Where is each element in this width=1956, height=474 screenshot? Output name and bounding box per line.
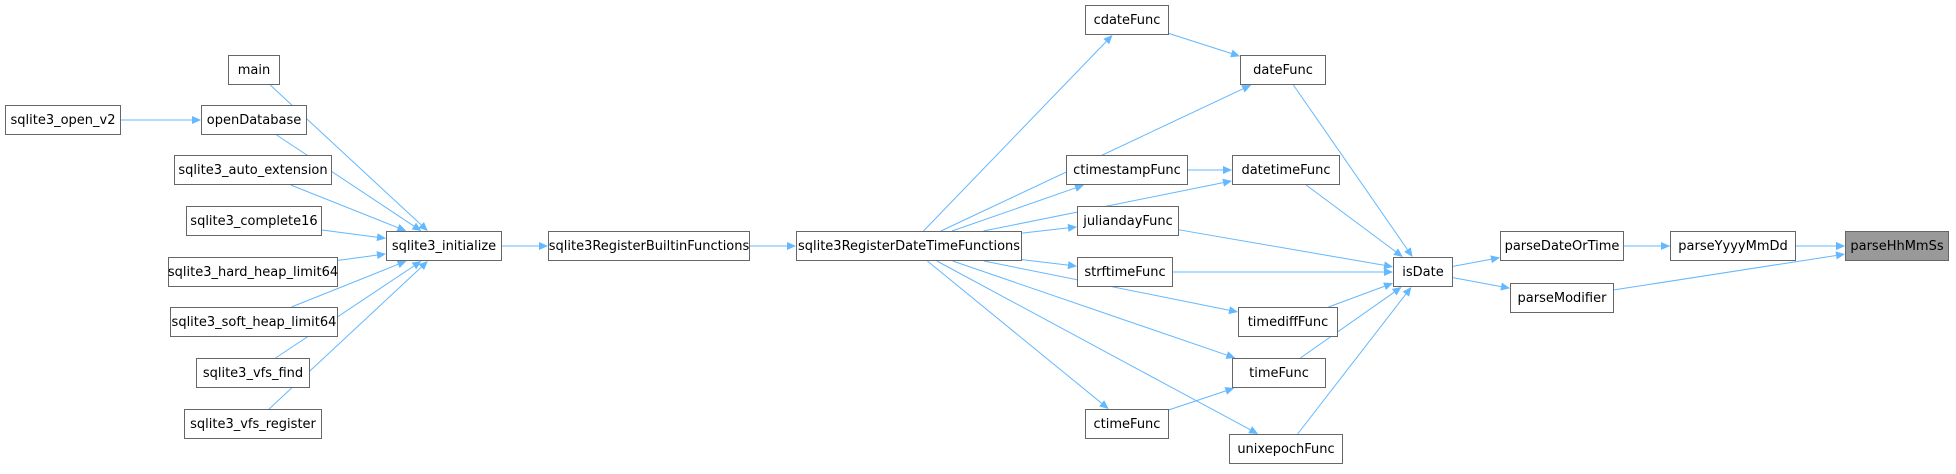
edge-arrowhead-sqlite3RegisterDateTimeFunctions-to-unixepochFunc bbox=[1248, 426, 1259, 434]
edge-arrowhead-ctimeFunc-to-timeFunc bbox=[1224, 387, 1235, 395]
edge-arrowhead-sqlite3_complete16-to-sqlite3_initialize bbox=[376, 233, 386, 242]
edge-juliandayFunc-to-isDate bbox=[1178, 229, 1385, 266]
edge-datetimeFunc-to-isDate bbox=[1305, 184, 1396, 253]
edge-sqlite3RegisterDateTimeFunctions-to-timeFunc bbox=[952, 260, 1227, 356]
edge-sqlite3RegisterDateTimeFunctions-to-juliandayFunc bbox=[1021, 227, 1069, 234]
edge-sqlite3RegisterDateTimeFunctions-to-ctimeFunc bbox=[927, 260, 1102, 404]
edge-arrowhead-timeFunc-to-isDate bbox=[1391, 287, 1402, 296]
edge-arrowhead-sqlite3_initialize-to-sqlite3RegisterBuiltinFunctions bbox=[539, 242, 548, 250]
edge-sqlite3RegisterDateTimeFunctions-to-strftimeFunc bbox=[1021, 259, 1069, 266]
edge-arrowhead-sqlite3RegisterDateTimeFunctions-to-ctimeFunc bbox=[1099, 400, 1109, 409]
node-sqlite3_initialize[interactable]: sqlite3_initialize bbox=[386, 231, 502, 261]
node-juliandayFunc[interactable]: juliandayFunc bbox=[1077, 206, 1179, 236]
node-cdateFunc[interactable]: cdateFunc bbox=[1085, 5, 1169, 35]
node-strftimeFunc[interactable]: strftimeFunc bbox=[1077, 257, 1173, 287]
edge-isDate-to-parseDateOrTime bbox=[1452, 258, 1492, 267]
edge-sqlite3RegisterDateTimeFunctions-to-cdateFunc bbox=[923, 41, 1107, 232]
edge-arrowhead-sqlite3_vfs_find-to-sqlite3_initialize bbox=[411, 261, 422, 270]
node-dateFunc[interactable]: dateFunc bbox=[1240, 55, 1326, 85]
edge-arrowhead-sqlite3RegisterDateTimeFunctions-to-ctimestampFunc bbox=[1074, 184, 1084, 192]
edge-sqlite3_hard_heap_limit64-to-sqlite3_initialize bbox=[337, 254, 378, 261]
edge-arrowhead-sqlite3RegisterBuiltinFunctions-to-sqlite3RegisterDateTimeFunctions bbox=[787, 242, 796, 250]
edge-arrowhead-sqlite3RegisterDateTimeFunctions-to-timediffFunc bbox=[1228, 306, 1238, 315]
edge-arrowhead-sqlite3RegisterDateTimeFunctions-to-dateFunc bbox=[1241, 85, 1252, 93]
node-sqlite3RegisterBuiltinFunctions[interactable]: sqlite3RegisterBuiltinFunctions bbox=[548, 231, 750, 261]
node-main[interactable]: main bbox=[228, 55, 280, 85]
edge-arrowhead-sqlite3_soft_heap_limit64-to-sqlite3_initialize bbox=[396, 260, 407, 269]
node-parseDateOrTime[interactable]: parseDateOrTime bbox=[1500, 231, 1624, 261]
edge-arrowhead-ctimestampFunc-to-datetimeFunc bbox=[1223, 166, 1232, 174]
edge-arrowhead-parseDateOrTime-to-parseYyyyMmDd bbox=[1661, 242, 1670, 250]
edge-arrowhead-sqlite3RegisterDateTimeFunctions-to-timeFunc bbox=[1225, 351, 1236, 359]
edge-arrowhead-sqlite3RegisterDateTimeFunctions-to-cdateFunc bbox=[1103, 35, 1113, 45]
node-sqlite3_complete16[interactable]: sqlite3_complete16 bbox=[186, 206, 322, 236]
edge-arrowhead-sqlite3_vfs_register-to-sqlite3_initialize bbox=[418, 261, 428, 271]
edge-arrowhead-dateFunc-to-isDate bbox=[1404, 247, 1413, 257]
node-sqlite3_open_v2[interactable]: sqlite3_open_v2 bbox=[5, 105, 121, 135]
node-sqlite3_vfs_find[interactable]: sqlite3_vfs_find bbox=[196, 358, 310, 388]
node-datetimeFunc[interactable]: datetimeFunc bbox=[1232, 155, 1340, 185]
edge-arrowhead-isDate-to-parseModifier bbox=[1500, 282, 1510, 291]
edge-sqlite3RegisterDateTimeFunctions-to-ctimestampFunc bbox=[951, 187, 1076, 232]
edge-unixepochFunc-to-isDate bbox=[1297, 293, 1407, 435]
node-sqlite3_auto_extension[interactable]: sqlite3_auto_extension bbox=[174, 155, 332, 185]
edge-arrowhead-sqlite3_auto_extension-to-sqlite3_initialize bbox=[396, 223, 407, 232]
edge-sqlite3_vfs_find-to-sqlite3_initialize bbox=[275, 265, 415, 359]
edge-ctimeFunc-to-timeFunc bbox=[1168, 390, 1226, 411]
node-ctimeFunc[interactable]: ctimeFunc bbox=[1085, 409, 1169, 439]
edge-arrowhead-isDate-to-parseDateOrTime bbox=[1490, 255, 1500, 264]
edge-cdateFunc-to-dateFunc bbox=[1168, 32, 1232, 54]
edge-arrowhead-main-to-sqlite3_initialize bbox=[418, 221, 428, 231]
edge-openDatabase-to-sqlite3_initialize bbox=[276, 134, 415, 227]
edge-arrowhead-sqlite3RegisterDateTimeFunctions-to-juliandayFunc bbox=[1067, 223, 1077, 232]
node-timeFunc[interactable]: timeFunc bbox=[1232, 358, 1326, 388]
node-parseYyyyMmDd[interactable]: parseYyyyMmDd bbox=[1670, 231, 1796, 261]
edge-parseModifier-to-parseHhMmSs bbox=[1613, 254, 1837, 291]
node-openDatabase[interactable]: openDatabase bbox=[201, 105, 307, 135]
edge-arrowhead-unixepochFunc-to-isDate bbox=[1402, 287, 1412, 297]
edge-arrowhead-parseYyyyMmDd-to-parseHhMmSs bbox=[1836, 242, 1845, 250]
edge-dateFunc-to-isDate bbox=[1292, 84, 1408, 250]
edge-arrowhead-strftimeFunc-to-isDate bbox=[1384, 268, 1393, 276]
node-ctimestampFunc[interactable]: ctimestampFunc bbox=[1066, 155, 1188, 185]
edge-timeFunc-to-isDate bbox=[1300, 291, 1395, 359]
node-sqlite3_hard_heap_limit64[interactable]: sqlite3_hard_heap_limit64 bbox=[168, 257, 338, 287]
node-sqlite3_vfs_register[interactable]: sqlite3_vfs_register bbox=[184, 409, 322, 439]
edge-arrowhead-openDatabase-to-sqlite3_initialize bbox=[411, 222, 422, 231]
node-parseHhMmSs: parseHhMmSs bbox=[1845, 231, 1949, 261]
node-parseModifier[interactable]: parseModifier bbox=[1510, 283, 1614, 313]
edge-sqlite3_soft_heap_limit64-to-sqlite3_initialize bbox=[291, 263, 399, 308]
edge-arrowhead-parseModifier-to-parseHhMmSs bbox=[1835, 251, 1845, 260]
edge-arrowhead-sqlite3_open_v2-to-openDatabase bbox=[192, 116, 201, 124]
node-sqlite3_soft_heap_limit64[interactable]: sqlite3_soft_heap_limit64 bbox=[170, 307, 338, 337]
edge-arrowhead-sqlite3RegisterDateTimeFunctions-to-strftimeFunc bbox=[1067, 261, 1077, 270]
edge-arrowhead-datetimeFunc-to-isDate bbox=[1393, 248, 1403, 257]
edge-isDate-to-parseModifier bbox=[1452, 277, 1502, 288]
edge-sqlite3_auto_extension-to-sqlite3_initialize bbox=[290, 184, 399, 229]
edge-arrowhead-sqlite3_hard_heap_limit64-to-sqlite3_initialize bbox=[376, 251, 386, 260]
edge-sqlite3RegisterDateTimeFunctions-to-unixepochFunc bbox=[936, 260, 1251, 431]
edge-arrowhead-cdateFunc-to-dateFunc bbox=[1230, 49, 1240, 58]
node-isDate[interactable]: isDate bbox=[1393, 257, 1453, 287]
node-timediffFunc[interactable]: timediffFunc bbox=[1238, 307, 1338, 337]
edge-arrowhead-timediffFunc-to-isDate bbox=[1383, 282, 1393, 290]
node-unixepochFunc[interactable]: unixepochFunc bbox=[1229, 434, 1343, 464]
edge-timediffFunc-to-isDate bbox=[1328, 285, 1385, 308]
edge-arrowhead-juliandayFunc-to-isDate bbox=[1383, 261, 1393, 270]
node-sqlite3RegisterDateTimeFunctions[interactable]: sqlite3RegisterDateTimeFunctions bbox=[796, 231, 1022, 261]
edge-sqlite3_complete16-to-sqlite3_initialize bbox=[321, 229, 378, 238]
edge-arrowhead-sqlite3RegisterDateTimeFunctions-to-datetimeFunc bbox=[1222, 178, 1232, 187]
